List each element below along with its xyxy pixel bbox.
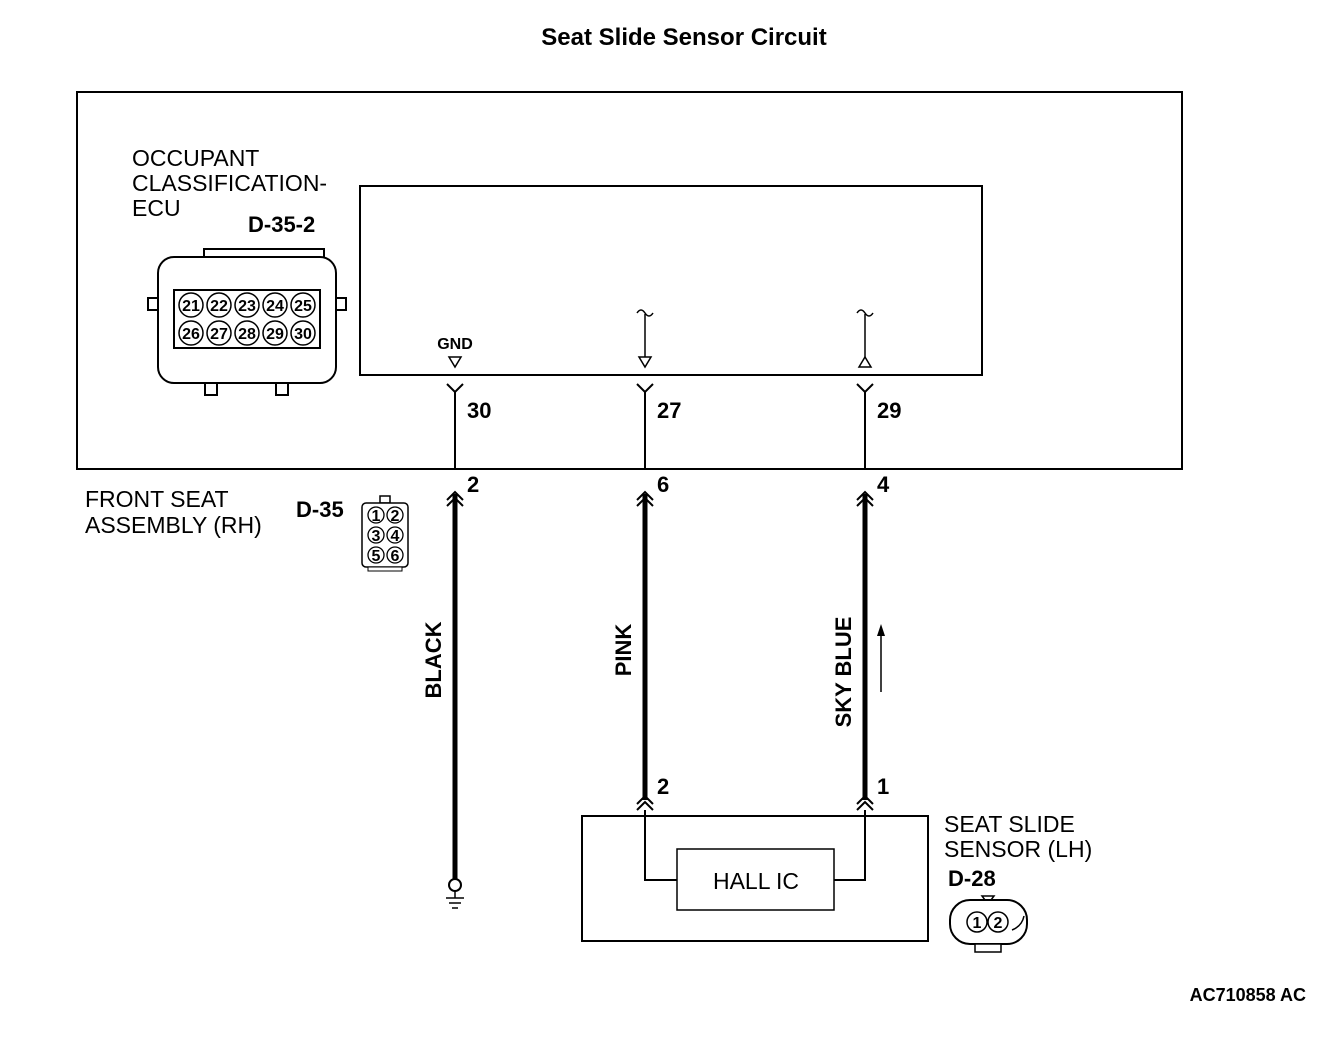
ecu-pin-25: 25 [294, 298, 312, 315]
harness-name-line-1: FRONT SEAT [85, 486, 228, 512]
hall-ic-box [676, 848, 835, 911]
harness-pin-6: 6 [391, 548, 400, 565]
ecu-name: OCCUPANT CLASSIFICATION- ECU [132, 145, 334, 221]
ecu-name-line-3: ECU [132, 195, 181, 221]
ecu-pin-row-1: 21 22 23 24 25 [178, 292, 316, 318]
ecu-pin-label-27: 27 [657, 398, 681, 423]
ecu-connector-id: D-35-2 [248, 212, 315, 237]
ecu-pin-row-2: 26 27 28 29 30 [178, 320, 316, 346]
wire-label-pink: PINK [611, 624, 636, 677]
ecu-pin-29: 29 [266, 326, 284, 343]
harness-name: FRONT SEAT ASSEMBLY (RH) [85, 486, 262, 538]
harness-pin-label-2: 2 [467, 472, 479, 497]
harness-name-line-2: ASSEMBLY (RH) [85, 512, 262, 538]
ecu-pin-30: 30 [294, 326, 312, 343]
sensor-name-line-1: SEAT SLIDE [944, 811, 1075, 837]
diagram-title: Seat Slide Sensor Circuit [541, 24, 826, 51]
sensor-name-line-2: SENSOR (LH) [944, 836, 1092, 862]
ecu-pin-23: 23 [238, 298, 256, 315]
sensor-internal-wire-1 [834, 810, 866, 881]
sensor-pin-label-2: 2 [657, 774, 669, 799]
harness-pin-1: 1 [372, 508, 381, 525]
wire-label-sky-blue: SKY BLUE [831, 617, 856, 728]
harness-pin-label-6: 6 [657, 472, 669, 497]
ecu-connector-icon: 21 22 23 24 25 26 27 28 29 30 [147, 248, 347, 396]
sensor-connector-pin-1: 1 [973, 915, 982, 932]
ecu-terminal-27-icon [636, 383, 654, 394]
output-signal-icon [856, 309, 874, 368]
sensor-connector-pin-2: 2 [994, 915, 1003, 932]
ecu-box [359, 185, 983, 376]
sensor-internal-wire-2 [644, 810, 677, 881]
wire-label-black: BLACK [421, 621, 446, 698]
gnd-triangle-icon [447, 356, 463, 369]
harness-pin-4: 4 [391, 528, 400, 545]
sensor-connector-id: D-28 [948, 866, 996, 891]
ecu-terminal-29-icon [856, 383, 874, 394]
ecu-pin-24: 24 [266, 298, 284, 315]
ground-icon [446, 878, 464, 909]
harness-pin-5: 5 [372, 548, 381, 565]
hall-ic-label: HALL IC [713, 868, 799, 894]
signal-direction-arrow-icon [877, 624, 885, 692]
ecu-name-line-2: CLASSIFICATION- [132, 170, 327, 196]
harness-pin-label-4: 4 [877, 472, 890, 497]
harness-connector-id: D-35 [296, 497, 344, 522]
harness-pin-3: 3 [372, 528, 381, 545]
sensor-pin-label-1: 1 [877, 774, 889, 799]
front-seat-frame [76, 91, 1183, 470]
sensor-box [581, 815, 929, 942]
gnd-label: GND [437, 336, 473, 353]
ecu-pin-27: 27 [210, 326, 228, 343]
ecu-pin-26: 26 [182, 326, 200, 343]
figure-code: AC710858 AC [1190, 985, 1306, 1005]
input-signal-icon [636, 309, 654, 369]
harness-pin-2: 2 [391, 508, 400, 525]
ecu-pin-label-29: 29 [877, 398, 901, 423]
ecu-pin-label-30: 30 [467, 398, 491, 423]
ecu-pin-22: 22 [210, 298, 228, 315]
ecu-name-line-1: OCCUPANT [132, 145, 259, 171]
ecu-pin-21: 21 [182, 298, 200, 315]
sensor-name: SEAT SLIDE SENSOR (LH) [944, 811, 1092, 862]
ecu-pin-28: 28 [238, 326, 256, 343]
ecu-terminal-30-icon [446, 383, 464, 394]
harness-connector-icon: 1 2 3 4 5 6 [361, 495, 409, 572]
sensor-connector-icon: 1 2 [949, 895, 1028, 953]
